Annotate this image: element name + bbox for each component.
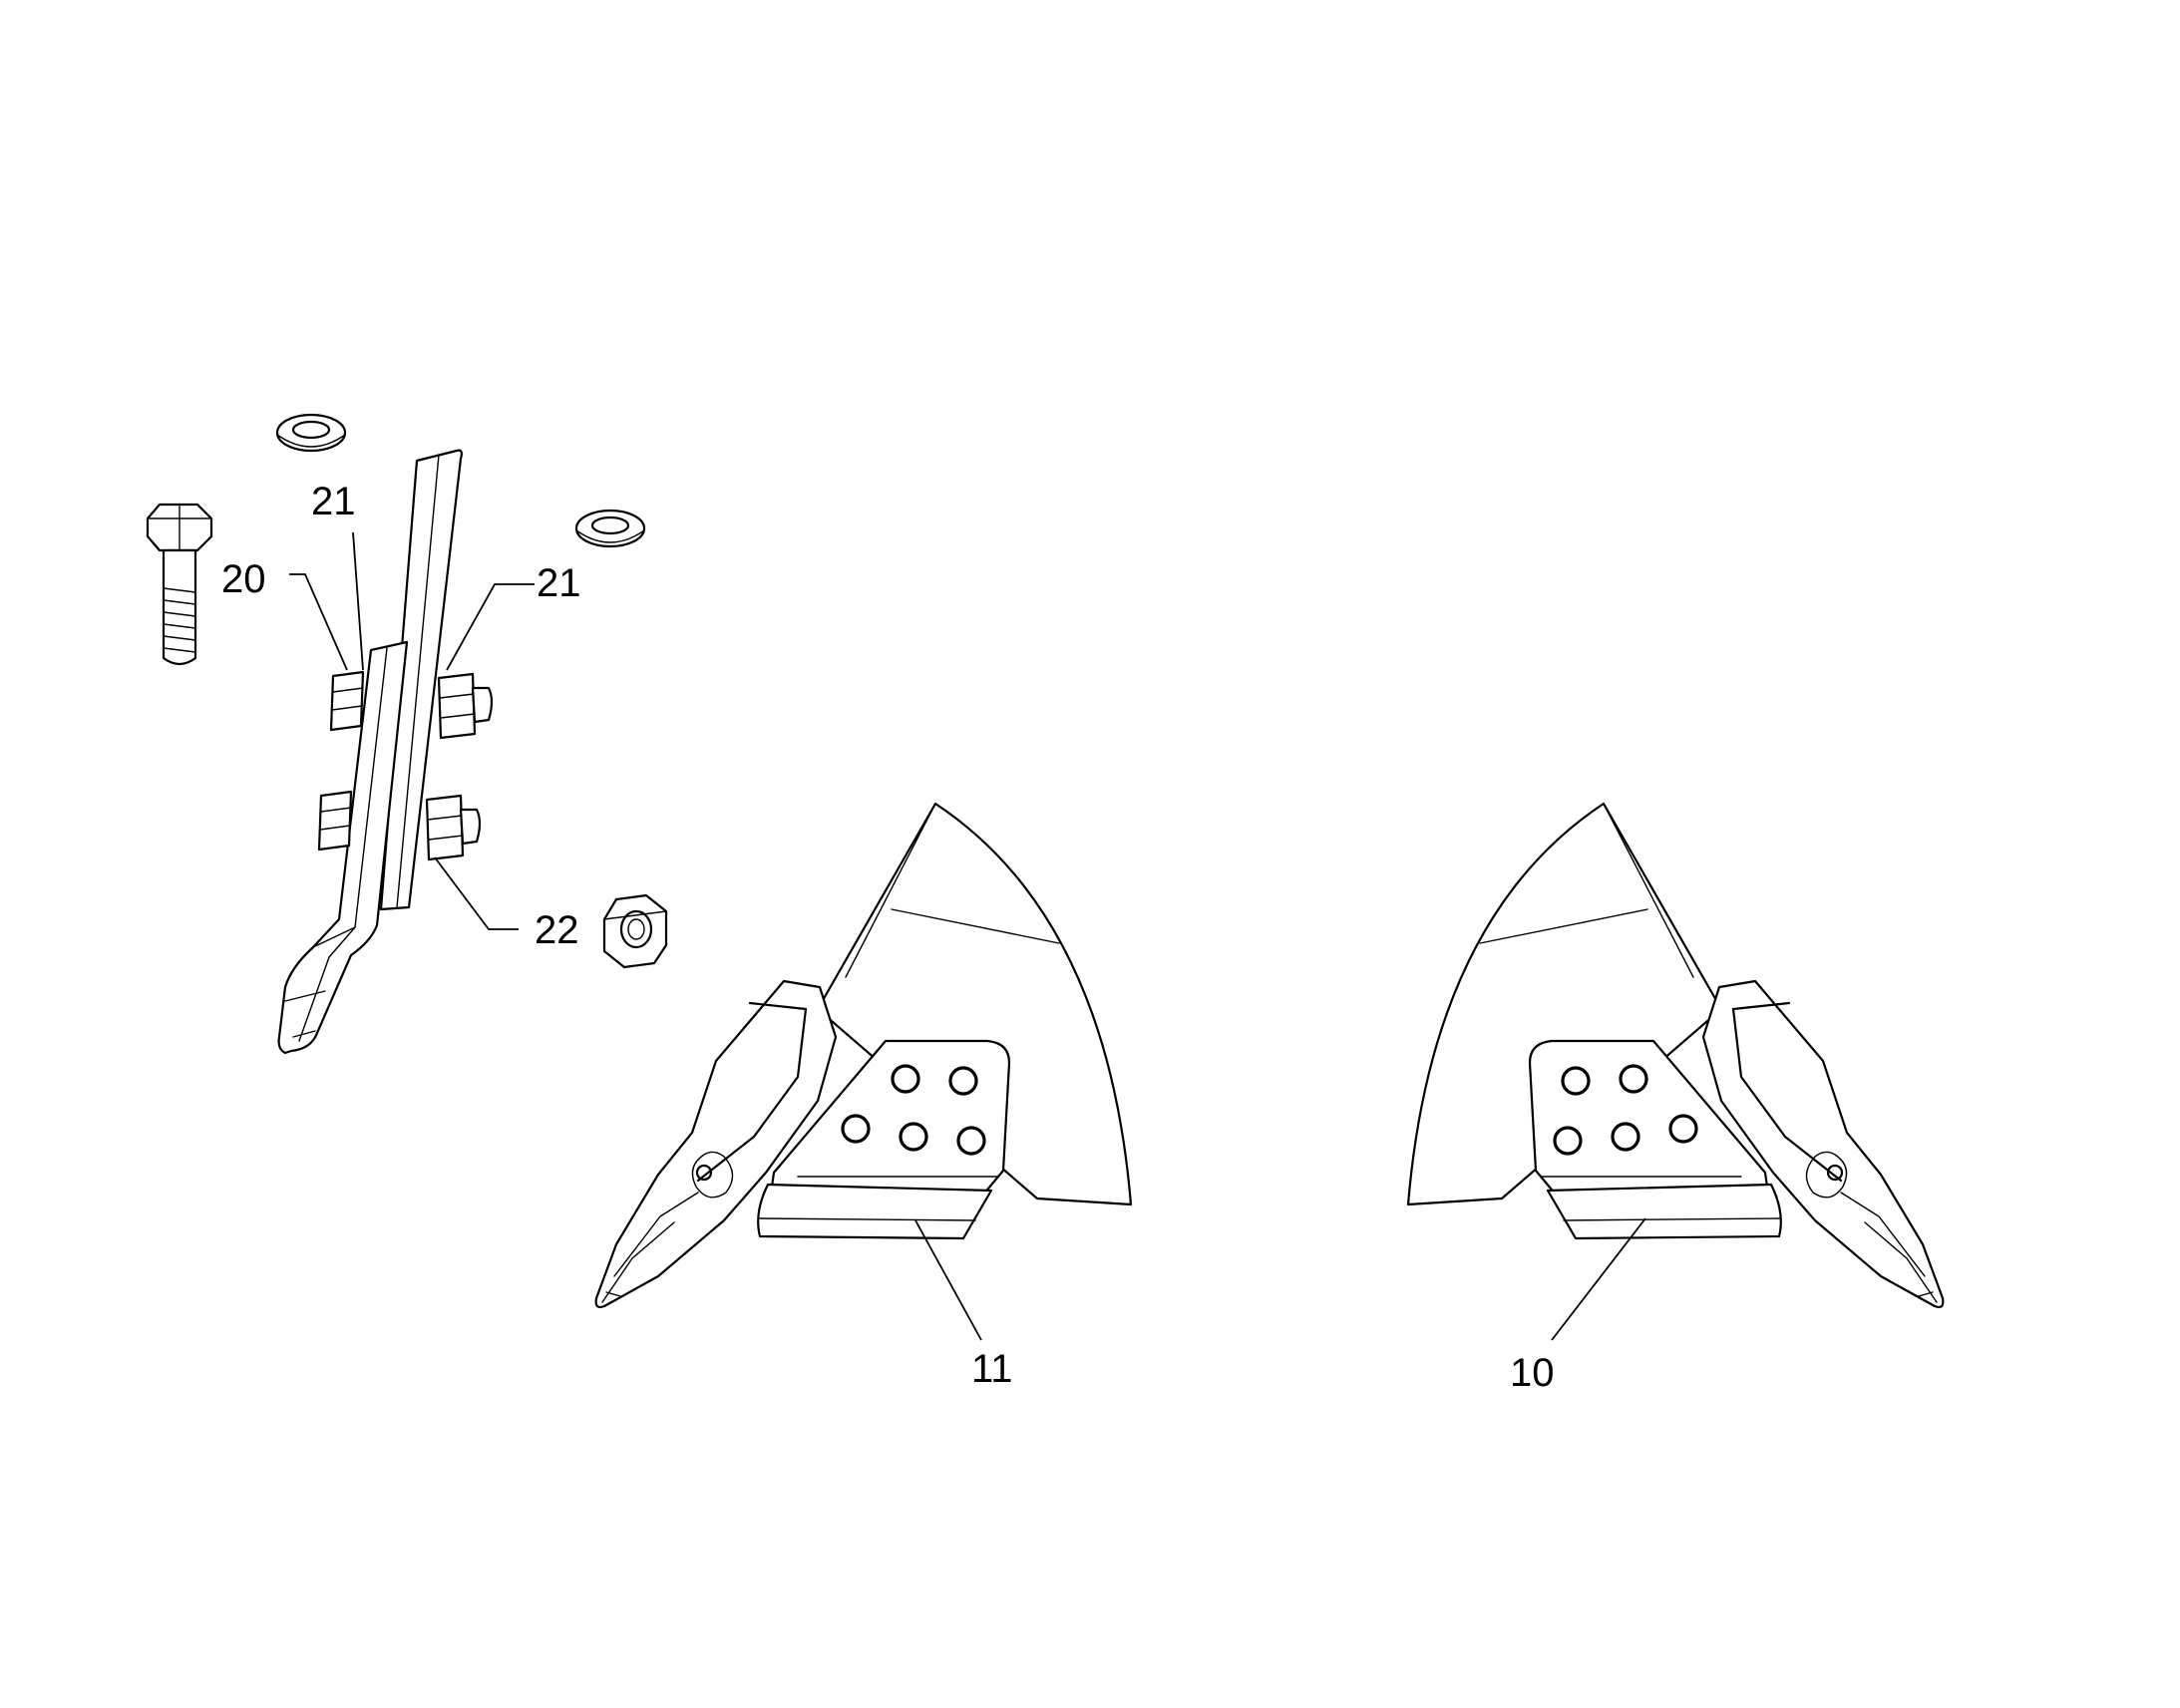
- callout-21-upper: 21: [311, 480, 356, 523]
- callout-22: 22: [535, 908, 579, 952]
- bucket-corner-right: [1406, 802, 1945, 1309]
- leader-20: [289, 573, 348, 671]
- callout-21-right: 21: [537, 561, 581, 605]
- bucket-corner-left: [594, 802, 1133, 1309]
- leader-10: [1551, 1217, 1646, 1341]
- assembled-bolt-lower-left: [317, 790, 353, 852]
- callout-10: 10: [1510, 1351, 1555, 1395]
- washer-right-part-21: [574, 509, 646, 548]
- tooth-left: [594, 979, 838, 1309]
- assembled-nut-lower-right: [425, 794, 482, 861]
- washer-upper-part-21: [275, 413, 347, 453]
- exploded-assembly: [146, 413, 668, 1055]
- assembled-bolt-upper-left: [329, 670, 365, 732]
- callout-20: 20: [221, 557, 266, 601]
- side-cutter-blade: [277, 640, 409, 1055]
- leader-22: [434, 856, 519, 930]
- bolt-part-20: [146, 503, 213, 666]
- bucket-edge-plate: [379, 449, 463, 911]
- leader-lines: [289, 531, 1646, 1341]
- leader-21-left: [352, 531, 364, 671]
- leader-21-right: [446, 583, 535, 671]
- nut-part-22: [602, 893, 668, 969]
- callout-labels: 20 21 21 22 11 10: [221, 480, 1555, 1395]
- tooth-right: [1701, 979, 1945, 1309]
- assembled-nut-upper-right: [437, 672, 494, 740]
- callout-11: 11: [971, 1347, 1013, 1391]
- leader-11: [914, 1219, 982, 1341]
